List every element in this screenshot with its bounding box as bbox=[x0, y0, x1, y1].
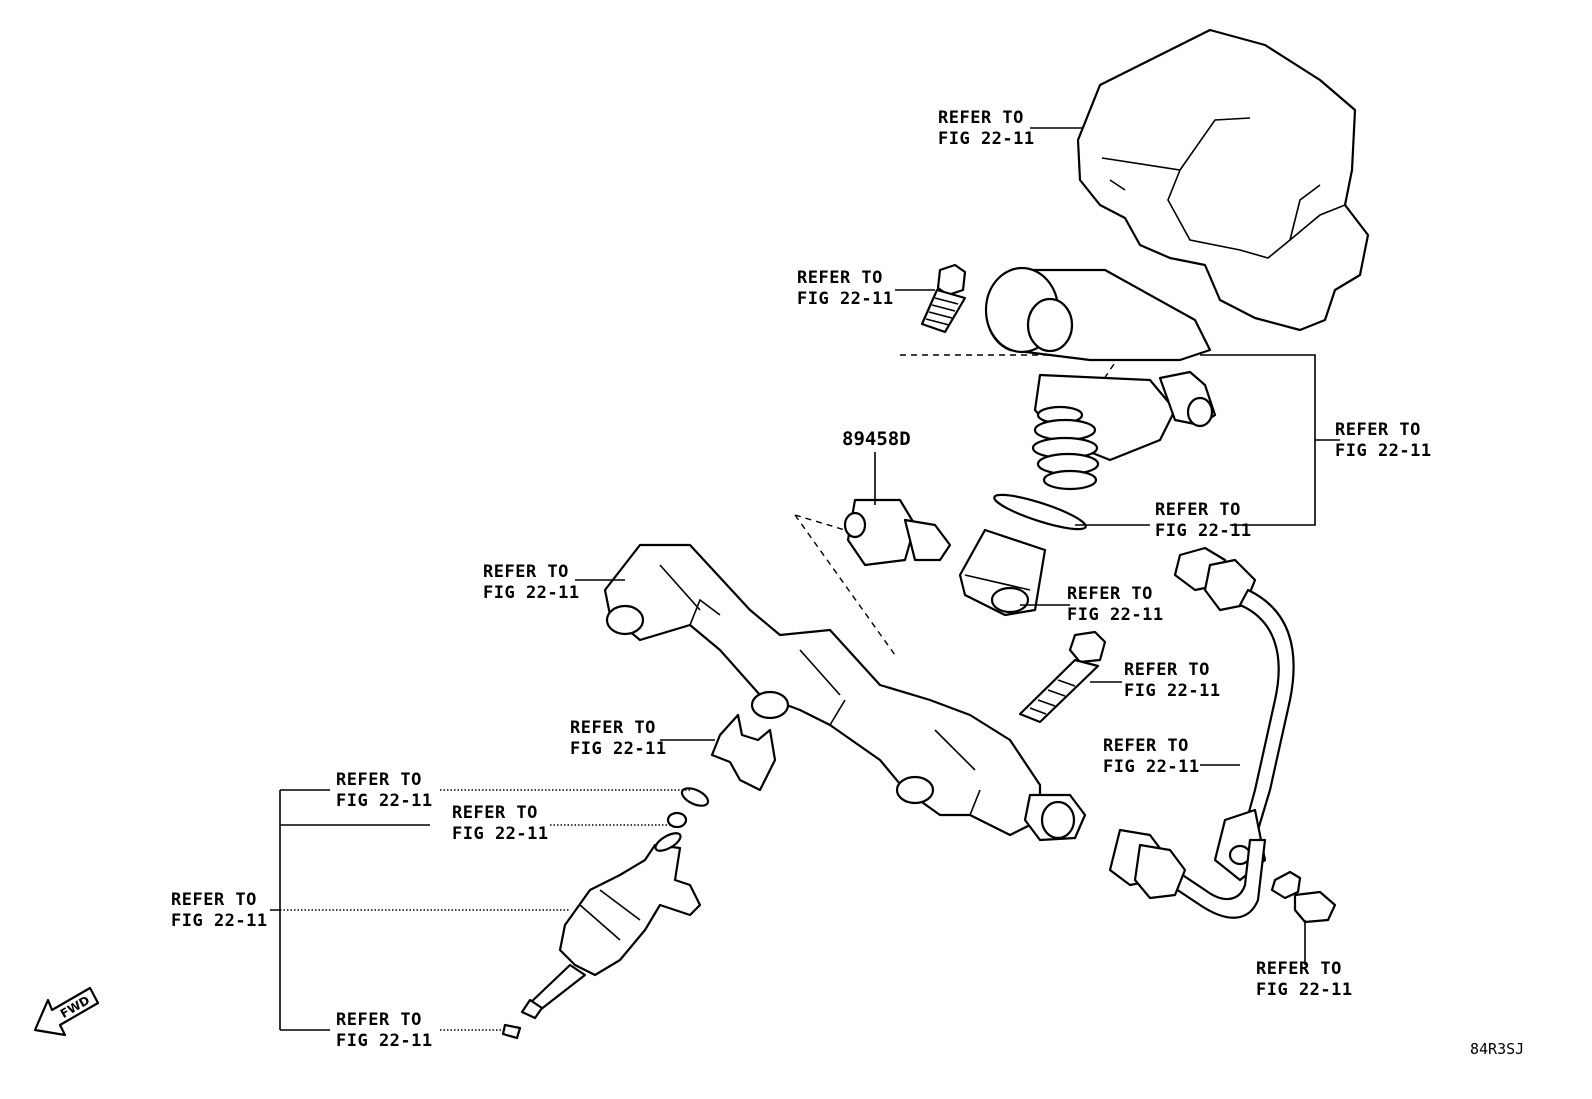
label-lifter: REFER TO FIG 22-11 bbox=[1067, 584, 1164, 626]
injector-tip-seal bbox=[501, 1023, 522, 1040]
label-line-2: FIG 22-11 bbox=[1067, 605, 1164, 625]
label-line-2: FIG 22-11 bbox=[483, 583, 580, 603]
label-line-1: REFER TO bbox=[797, 268, 883, 288]
label-line-2: FIG 22-11 bbox=[570, 739, 667, 759]
label-line-1: REFER TO bbox=[1103, 736, 1189, 756]
label-line-2: FIG 22-11 bbox=[1103, 757, 1200, 777]
label-pipe-bolt: REFER TO FIG 22-11 bbox=[1256, 959, 1353, 1001]
fuel-rail bbox=[603, 543, 1087, 842]
part-number-sensor: 89458D bbox=[842, 428, 911, 450]
high-pressure-fuel-pipe bbox=[1108, 546, 1295, 919]
label-line-1: REFER TO bbox=[483, 562, 569, 582]
label-pipe: REFER TO FIG 22-11 bbox=[1103, 736, 1200, 778]
injector-clip bbox=[710, 713, 777, 792]
pump-lifter bbox=[958, 528, 1047, 617]
label-rail-bolt: REFER TO FIG 22-11 bbox=[1124, 660, 1221, 702]
label-line-1: REFER TO bbox=[1335, 420, 1421, 440]
rail-bolt bbox=[1018, 630, 1107, 724]
fuel-pump-cover bbox=[1076, 28, 1370, 332]
dashed-sensor bbox=[794, 514, 896, 656]
label-line-2: FIG 22-11 bbox=[1335, 441, 1432, 461]
label-fuel-rail: REFER TO FIG 22-11 bbox=[483, 562, 580, 604]
label-clip: REFER TO FIG 22-11 bbox=[570, 718, 667, 760]
label-line-2: FIG 22-11 bbox=[938, 129, 1035, 149]
label-line-2: FIG 22-11 bbox=[1124, 681, 1221, 701]
pump-bolt bbox=[920, 263, 967, 334]
label-line-1: REFER TO bbox=[452, 803, 538, 823]
label-injector-oring: REFER TO FIG 22-11 bbox=[336, 770, 433, 812]
label-injector-washer: REFER TO FIG 22-11 bbox=[452, 803, 549, 845]
injector-washer bbox=[666, 811, 688, 829]
label-line-2: FIG 22-11 bbox=[171, 911, 268, 931]
diagram-code: 84R3SJ bbox=[1470, 1040, 1525, 1058]
label-line-1: REFER TO bbox=[570, 718, 656, 738]
label-pump-oring: REFER TO FIG 22-11 bbox=[1155, 500, 1252, 542]
label-line-2: FIG 22-11 bbox=[797, 289, 894, 309]
pump-o-ring bbox=[993, 493, 1087, 531]
label-line-1: REFER TO bbox=[336, 1010, 422, 1030]
high-pressure-fuel-pump bbox=[984, 266, 1217, 491]
pipe-bolt bbox=[1270, 870, 1337, 924]
label-line-1: REFER TO bbox=[938, 108, 1024, 128]
label-injector-tip: REFER TO FIG 22-11 bbox=[336, 1010, 433, 1052]
fuel-pressure-sensor bbox=[843, 492, 952, 567]
label-line-1: REFER TO bbox=[1067, 584, 1153, 604]
label-line-1: REFER TO bbox=[336, 770, 422, 790]
label-line-1: REFER TO bbox=[1155, 500, 1241, 520]
label-line-2: FIG 22-11 bbox=[1155, 521, 1252, 541]
fuel-injector bbox=[520, 832, 702, 1020]
label-line-2: FIG 22-11 bbox=[336, 791, 433, 811]
label-injector-group: REFER TO FIG 22-11 bbox=[171, 890, 268, 932]
fwd-arrow-icon bbox=[33, 986, 100, 1037]
label-line-2: FIG 22-11 bbox=[336, 1031, 433, 1051]
label-line-2: FIG 22-11 bbox=[452, 824, 549, 844]
label-line-1: REFER TO bbox=[171, 890, 257, 910]
label-line-1: REFER TO bbox=[1256, 959, 1342, 979]
label-pump-bolt: REFER TO FIG 22-11 bbox=[797, 268, 894, 310]
label-pump-assembly: REFER TO FIG 22-11 bbox=[1335, 420, 1432, 462]
label-fuel-pump-cover: REFER TO FIG 22-11 bbox=[938, 108, 1035, 150]
injector-o-ring bbox=[680, 787, 710, 807]
label-line-2: FIG 22-11 bbox=[1256, 980, 1353, 1000]
label-line-1: REFER TO bbox=[1124, 660, 1210, 680]
